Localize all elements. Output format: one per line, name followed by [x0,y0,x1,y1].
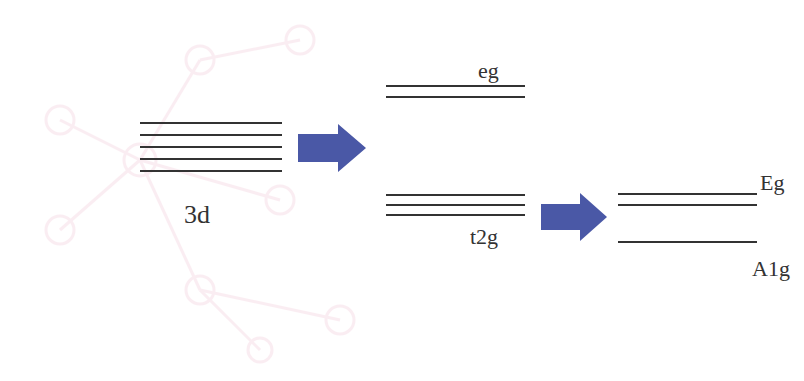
molecule-watermark [46,26,354,362]
energy-levels [140,86,757,242]
level-label: eg [478,60,499,82]
level-label: t2g [470,226,498,248]
level-label: Eg [760,172,784,194]
block-arrows [298,124,607,241]
level-label: A1g [752,258,790,280]
orbital-label: 3d [184,202,210,228]
